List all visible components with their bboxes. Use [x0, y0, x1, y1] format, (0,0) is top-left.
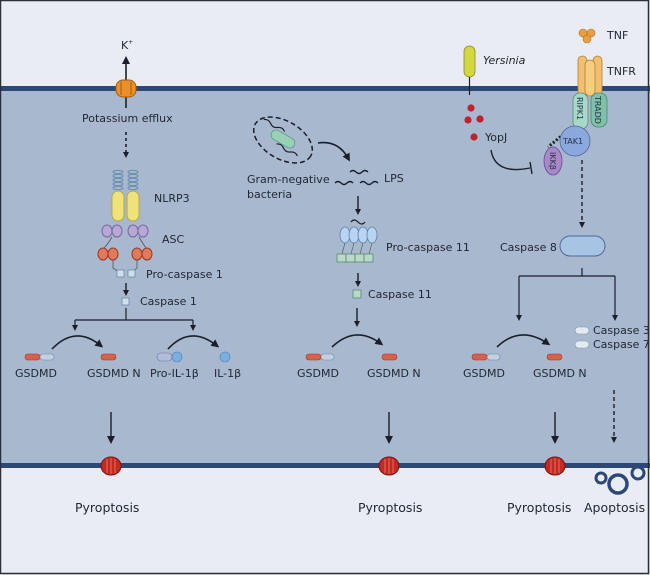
il1b-icon	[219, 351, 231, 363]
yersinia-icon	[463, 45, 476, 95]
tnfr-label: TNFR	[606, 65, 636, 78]
pro-il1b-label: Pro-IL-1β	[150, 367, 199, 380]
extracellular-space-top	[0, 0, 650, 88]
pro-il1b-icon	[156, 351, 183, 363]
cytoplasm	[0, 88, 650, 466]
gsdmd-n-icon	[100, 353, 117, 361]
procaspase11-icon	[336, 219, 378, 263]
tradd-icon: TRADD	[590, 92, 608, 128]
tak1-label: TAK1	[562, 137, 583, 146]
ikkb-label: IKKβ	[548, 152, 557, 170]
nlrp3-label: NLRP3	[154, 192, 190, 205]
gram-negative-bacteria-icon	[252, 116, 314, 164]
tnfr-icon	[577, 55, 603, 97]
caspase7-icon	[574, 340, 590, 349]
panel-caspase11: Gram-negative bacteria LPS Pro-caspase 1…	[247, 116, 470, 515]
ikkb-icon: IKKβ	[543, 146, 563, 176]
panel-caspase8: Yersinia YopJ TNF TNFR RIPK1 TRADD TAK1	[463, 28, 650, 515]
panel-nlrp3: K+ Potassium efflux NLRP3	[15, 39, 241, 515]
yopj-inhibition-arrow	[490, 149, 531, 171]
gsdmd-label: GSDMD	[15, 367, 57, 380]
nlrp3-icon	[111, 169, 140, 222]
caspase8-branch-lines	[516, 268, 618, 321]
yopj-label: YopJ	[484, 131, 507, 144]
il1b-label: IL-1β	[214, 367, 241, 380]
procaspase11-label: Pro-caspase 11	[386, 241, 470, 254]
membrane-bottom	[0, 463, 650, 468]
caspase11-icon	[352, 289, 362, 299]
caspase1-icon	[121, 297, 130, 306]
gsdmd-pore-icon-3	[544, 456, 566, 476]
gsdmd-label-2: GSDMD	[297, 367, 339, 380]
potassium-channel-icon	[115, 79, 137, 98]
asc-label: ASC	[162, 233, 185, 246]
membrane-top	[0, 86, 650, 91]
caspase1-branch-lines	[72, 308, 196, 331]
caspase7-label: Caspase 7	[593, 338, 650, 351]
potassium-efflux-label: Potassium efflux	[82, 112, 173, 125]
gsdmd-icon-2	[305, 353, 335, 361]
gsdmd-cleavage-arrow	[51, 335, 104, 350]
caspase1-label: Caspase 1	[140, 295, 197, 308]
caspase8-label: Caspase 8	[500, 241, 557, 254]
yopj-icon	[464, 104, 484, 141]
procaspase1-label: Pro-caspase 1	[146, 268, 223, 281]
pyroptosis-label-3: Pyroptosis	[507, 500, 571, 515]
gsdmd-n-icon-2	[381, 353, 398, 361]
bacteria-label-line1: Gram-negative	[247, 173, 330, 186]
gsdmd-icon	[24, 353, 55, 361]
yersinia-label: Yersinia	[483, 54, 526, 67]
lps-label: LPS	[384, 172, 404, 185]
tak1-icon: TAK1	[559, 125, 591, 157]
il1b-cleavage-arrow	[167, 335, 220, 350]
ripk1-label: RIPK1	[575, 97, 584, 120]
caspase11-label: Caspase 11	[368, 288, 432, 301]
caspase3-icon	[574, 326, 590, 335]
tradd-label: TRADD	[593, 95, 602, 124]
gsdmd-pore-icon-2	[378, 456, 400, 476]
gsdmd-n-label-2: GSDMD N	[367, 367, 421, 380]
gsdmd-label-3: GSDMD	[463, 367, 505, 380]
pyroptosis-label-2: Pyroptosis	[358, 500, 422, 515]
caspase3-label: Caspase 3	[593, 324, 650, 337]
apoptosis-label: Apoptosis	[584, 500, 645, 515]
bacteria-label-line2: bacteria	[247, 188, 292, 201]
ripk1-icon: RIPK1	[572, 92, 589, 130]
lps-icon	[334, 169, 379, 186]
caspase8-icon	[559, 235, 606, 257]
extracellular-space-bottom	[0, 466, 650, 575]
gsdmd-pore-icon-1	[100, 456, 122, 476]
gsdmd-n-label: GSDMD N	[87, 367, 141, 380]
gsdmd-cleavage-arrow-2	[331, 334, 384, 348]
procaspase1-icon	[116, 269, 136, 278]
tnf-icon	[578, 28, 596, 44]
tnf-label: TNF	[606, 29, 628, 42]
gsdmd-n-icon-3	[546, 353, 563, 361]
asc-icon	[97, 224, 153, 273]
pyroptosis-label-1: Pyroptosis	[75, 500, 139, 515]
gsdmd-n-label-3: GSDMD N	[533, 367, 587, 380]
bacteria-to-lps-arrow	[317, 141, 350, 162]
inhibition-bar	[529, 161, 533, 175]
k-ion-label: K+	[121, 39, 133, 52]
apoptotic-bodies-icon	[594, 465, 646, 495]
gsdmd-cleavage-arrow-3	[496, 334, 551, 348]
gsdmd-icon-3	[471, 353, 501, 361]
